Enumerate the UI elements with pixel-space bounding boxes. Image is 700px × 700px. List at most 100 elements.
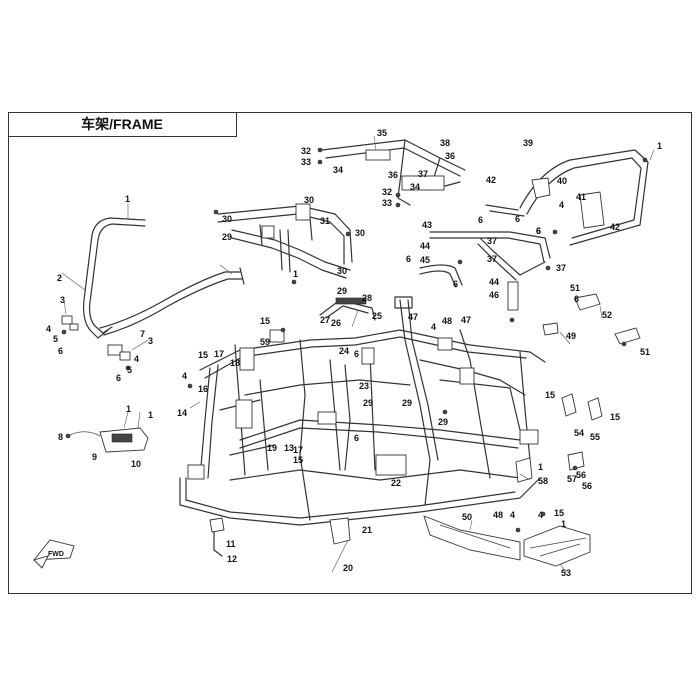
callout: 6 [478,215,483,225]
fwd-label: FWD [48,551,64,558]
callout: 29 [402,398,412,408]
handle-28 [319,297,376,321]
callout: 4 [431,322,436,332]
callout: 42 [486,175,496,185]
front-bumper-tube-left [83,217,146,339]
callout: 25 [372,311,382,321]
callout: 29 [363,398,373,408]
callout: 6 [116,373,121,383]
callout: 29 [438,417,448,427]
callout: 18 [230,358,240,368]
rear-skid-50 [423,515,521,561]
right-brackets-51-52 [542,293,641,345]
callout: 32 [382,187,392,197]
brackets-54-55-56 [515,393,603,483]
callout: 30 [355,228,365,238]
callout: 51 [640,347,650,357]
rear-crossbar-45 [419,264,463,288]
callout: 45 [420,255,430,265]
callout: 48 [442,316,452,326]
callout: 1 [148,410,153,420]
callout: 4 [538,510,543,520]
callout: 4 [46,324,51,334]
rear-crossbar-43 [429,231,551,281]
rear-rack-top-bar [321,139,466,206]
callout: 44 [420,241,430,251]
callout: 10 [131,459,141,469]
callout: 33 [382,198,392,208]
callout: 3 [60,295,65,305]
callout: 52 [602,310,612,320]
callout: 53 [561,568,571,578]
callout: 9 [92,452,97,462]
callout: 1 [538,462,543,472]
callout: 1 [125,194,130,204]
callout: 14 [177,408,187,418]
callout: 28 [362,293,372,303]
callout: 6 [354,433,359,443]
callout: 6 [354,349,359,359]
callout: 6 [453,279,458,289]
callout: 7 [140,329,145,339]
callout: 29 [222,232,232,242]
callout: 30 [222,214,232,224]
callout: 32 [301,146,311,156]
callout: 13 [284,443,294,453]
callout: 39 [523,138,533,148]
callout: 30 [337,266,347,276]
callout: 46 [489,290,499,300]
callout: 6 [515,214,520,224]
callout: 15 [554,508,564,518]
rear-rack-39 [485,149,649,246]
fwd-direction-arrow: FWD [33,539,75,569]
callout: 15 [260,316,270,326]
callout: 1 [293,269,298,279]
hitch-53 [523,525,591,567]
callout: 22 [391,478,401,488]
callout: 29 [337,286,347,296]
callout: 43 [422,220,432,230]
callout: 1 [126,404,131,414]
callout: 5 [127,365,132,375]
callout: 54 [574,428,584,438]
callout: 42 [610,222,620,232]
callout: 36 [445,151,455,161]
callout-labels: 1 2 3 4 5 6 3 4 5 6 7 1 1 8 9 10 4 14 16… [46,128,662,578]
fastener-dots [187,147,648,533]
callout: 26 [331,318,341,328]
front-cover-assembly [65,427,149,453]
callout: 6 [58,346,63,356]
callout: 20 [343,563,353,573]
callout: 58 [538,476,548,486]
callout: 4 [134,354,139,364]
callout: 35 [377,128,387,138]
callout: 24 [339,346,349,356]
callout: 40 [557,176,567,186]
callout: 27 [320,315,330,325]
callout: 4 [182,371,187,381]
callout: 44 [489,277,499,287]
callout: 33 [301,157,311,167]
left-bracket-parts [61,315,131,371]
title-block: 车架/FRAME [8,112,237,137]
callout: 55 [590,432,600,442]
callout: 49 [566,331,576,341]
callout: 17 [214,349,224,359]
leader-lines [61,135,655,573]
callout: 12 [227,554,237,564]
callout: 15 [610,412,620,422]
callout: 57 [567,474,577,484]
callout: 5 [53,334,58,344]
callout: 31 [320,216,330,226]
callout: 50 [462,512,472,522]
callout: 4 [510,510,515,520]
callout: 6 [536,226,541,236]
callout: 17 [293,445,303,455]
callout: 19 [267,443,277,453]
callout: 48 [493,510,503,520]
page-title: 车架/FRAME [81,116,163,132]
drawing-sheet-border [8,112,692,594]
front-bumper-tube-center [99,267,245,336]
callout: 34 [410,182,420,192]
callout: 2 [57,273,62,283]
